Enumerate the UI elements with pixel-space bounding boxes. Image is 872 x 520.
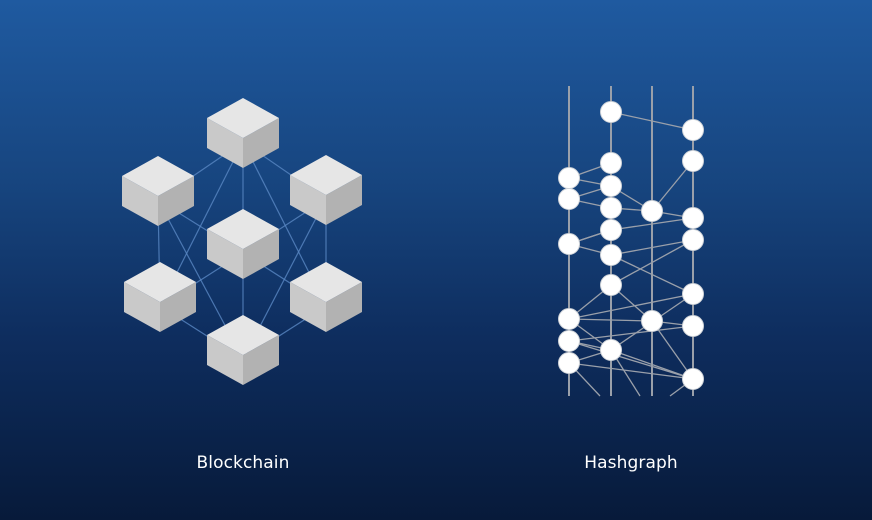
cube-top-face bbox=[207, 98, 279, 138]
hashgraph-columns bbox=[568, 86, 694, 396]
hashgraph-node bbox=[600, 244, 622, 266]
hashgraph-node bbox=[558, 308, 580, 330]
hashgraph-node bbox=[600, 152, 622, 174]
cube-icon bbox=[207, 315, 279, 385]
hashgraph-node bbox=[558, 167, 580, 189]
cube-left-face bbox=[290, 282, 326, 332]
cube-left-face bbox=[122, 176, 158, 226]
hashgraph-edge bbox=[610, 254, 694, 295]
cube-left-face bbox=[290, 175, 326, 225]
hashgraph-edge bbox=[568, 362, 694, 380]
cube-right-face bbox=[326, 282, 362, 332]
cube-right-face bbox=[243, 335, 279, 385]
blockchain-label: Blockchain bbox=[196, 453, 290, 473]
cube-top-face bbox=[122, 156, 194, 196]
hashgraph-edges bbox=[568, 111, 694, 397]
cube-right-face bbox=[326, 175, 362, 225]
hashgraph-node bbox=[600, 175, 622, 197]
cube-icon bbox=[290, 262, 362, 332]
hashgraph-node bbox=[682, 150, 704, 172]
cube-right-face bbox=[158, 176, 194, 226]
cube-top-face bbox=[207, 315, 279, 355]
hashgraph-node bbox=[558, 352, 580, 374]
hashgraph-node bbox=[682, 229, 704, 251]
hashgraph-node bbox=[641, 200, 663, 222]
cube-icon bbox=[290, 155, 362, 225]
hashgraph-edge bbox=[610, 111, 694, 131]
hashgraph-node bbox=[558, 330, 580, 352]
cube-top-face bbox=[124, 262, 196, 302]
hashgraph-node bbox=[682, 119, 704, 141]
hashgraph-node bbox=[641, 310, 663, 332]
hashgraph-node bbox=[600, 197, 622, 219]
cube-icon bbox=[124, 262, 196, 332]
cube-left-face bbox=[124, 282, 160, 332]
cube-left-face bbox=[207, 118, 243, 168]
cube-right-face bbox=[243, 229, 279, 279]
hashgraph-edge bbox=[568, 340, 694, 380]
hashgraph-node bbox=[600, 101, 622, 123]
hashgraph-node bbox=[600, 274, 622, 296]
hashgraph-edge bbox=[568, 318, 653, 322]
hashgraph-edge bbox=[568, 325, 694, 342]
hashgraph-edge bbox=[568, 293, 694, 320]
hashgraph-node bbox=[682, 368, 704, 390]
cube-left-face bbox=[207, 229, 243, 279]
hashgraph-node bbox=[600, 339, 622, 361]
hashgraph-edge bbox=[610, 349, 694, 380]
hashgraph-node bbox=[558, 233, 580, 255]
hashgraph-node bbox=[682, 207, 704, 229]
hashgraph-edge bbox=[610, 239, 694, 286]
cube-top-face bbox=[207, 209, 279, 249]
hashgraph-node bbox=[682, 283, 704, 305]
hashgraph-node bbox=[558, 188, 580, 210]
cube-icon bbox=[122, 156, 194, 226]
hashgraph-label: Hashgraph bbox=[584, 453, 678, 473]
cube-top-face bbox=[290, 262, 362, 302]
cube-icon bbox=[207, 98, 279, 168]
hashgraph-edge bbox=[610, 239, 694, 256]
hashgraph-node bbox=[600, 219, 622, 241]
hashgraph-node bbox=[682, 315, 704, 337]
cube-left-face bbox=[207, 335, 243, 385]
hashgraph-edge bbox=[610, 217, 694, 231]
cube-right-face bbox=[243, 118, 279, 168]
cube-top-face bbox=[290, 155, 362, 195]
blockchain-cubes bbox=[122, 98, 362, 385]
hashgraph-edge bbox=[651, 320, 694, 380]
cube-right-face bbox=[160, 282, 196, 332]
hashgraph-nodes bbox=[558, 101, 704, 390]
cube-icon bbox=[207, 209, 279, 279]
